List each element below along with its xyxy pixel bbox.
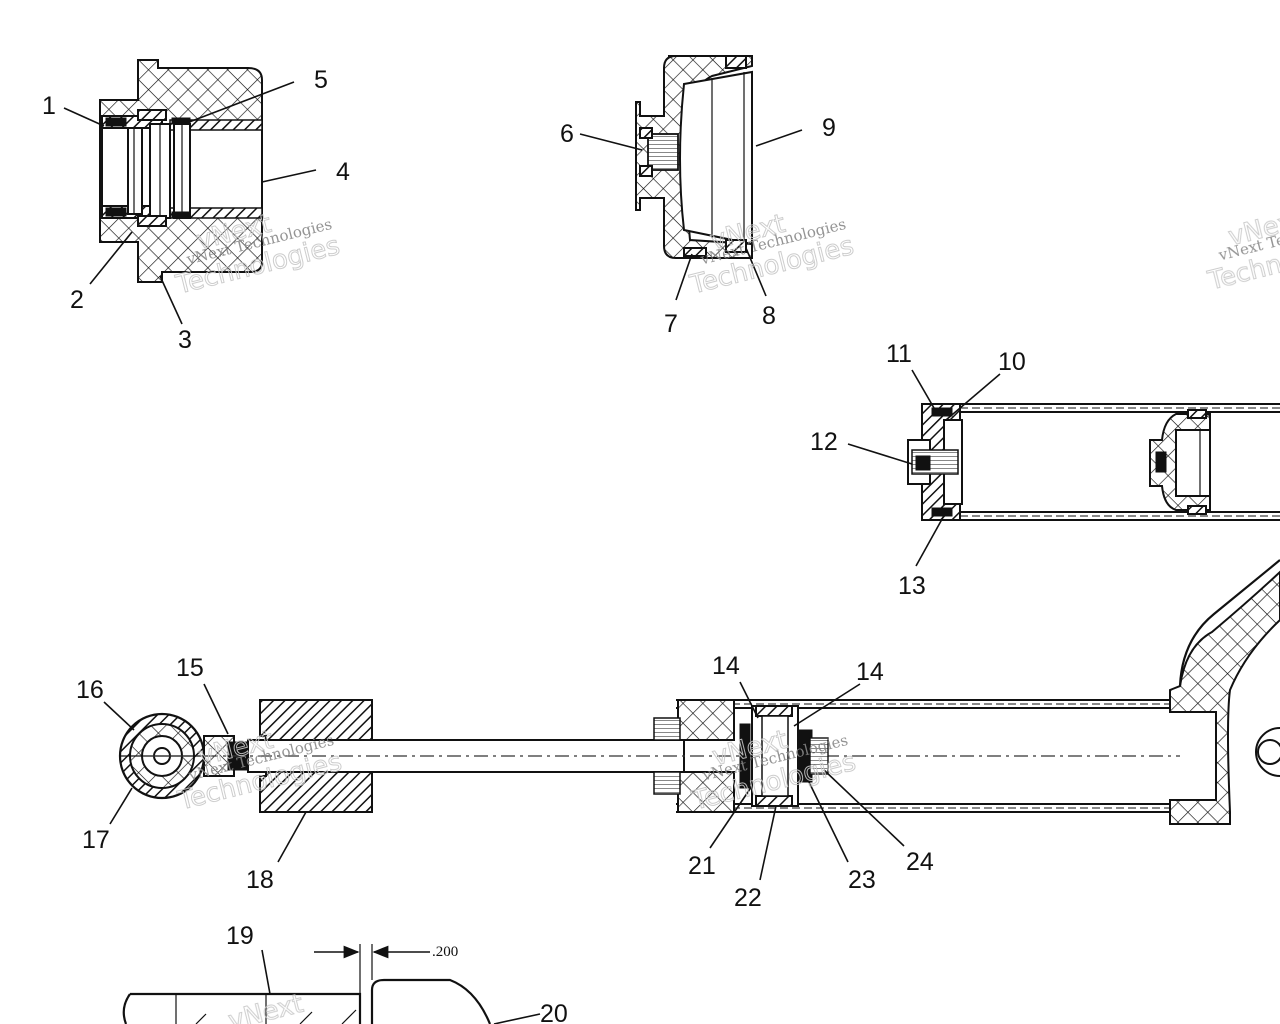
callout-13: 13 bbox=[898, 572, 926, 600]
callout-3: 3 bbox=[178, 326, 192, 354]
shock-body-assembly bbox=[118, 559, 1280, 825]
callout-1: 1 bbox=[42, 92, 56, 120]
watermarks: vNext vNext Technologies Technologies vN… bbox=[172, 204, 1280, 1024]
tool-detail bbox=[122, 944, 492, 1024]
callout-17: 17 bbox=[82, 826, 110, 854]
callout-4: 4 bbox=[336, 158, 350, 186]
callout-5: 5 bbox=[314, 66, 328, 94]
callout-18: 18 bbox=[246, 866, 274, 894]
callout-15: 15 bbox=[176, 654, 204, 682]
callout-16: 16 bbox=[76, 676, 104, 704]
callout-14-left: 14 bbox=[712, 652, 740, 680]
callout-9: 9 bbox=[822, 114, 836, 142]
callout-24: 24 bbox=[906, 848, 934, 876]
end-cap-assembly bbox=[635, 55, 753, 259]
callout-23: 23 bbox=[848, 866, 876, 894]
dimension-label: .200 bbox=[432, 944, 458, 960]
callout-12: 12 bbox=[810, 428, 838, 456]
callout-labels: 1 2 3 4 5 6 7 8 9 10 11 12 13 14 14 15 1… bbox=[42, 66, 1026, 1024]
callout-2: 2 bbox=[70, 286, 84, 314]
reservoir-tube-assembly bbox=[907, 403, 1280, 521]
callout-22: 22 bbox=[734, 884, 762, 912]
callout-20: 20 bbox=[540, 1000, 568, 1024]
callout-14-right: 14 bbox=[856, 658, 884, 686]
seal-head-assembly bbox=[99, 59, 263, 283]
callout-10: 10 bbox=[998, 348, 1026, 376]
leader-lines bbox=[63, 81, 1001, 1024]
callout-7: 7 bbox=[664, 310, 678, 338]
callout-6: 6 bbox=[560, 120, 574, 148]
callout-11: 11 bbox=[886, 340, 912, 368]
callout-21: 21 bbox=[688, 852, 716, 880]
callout-19: 19 bbox=[226, 922, 254, 950]
callout-8: 8 bbox=[762, 302, 776, 330]
